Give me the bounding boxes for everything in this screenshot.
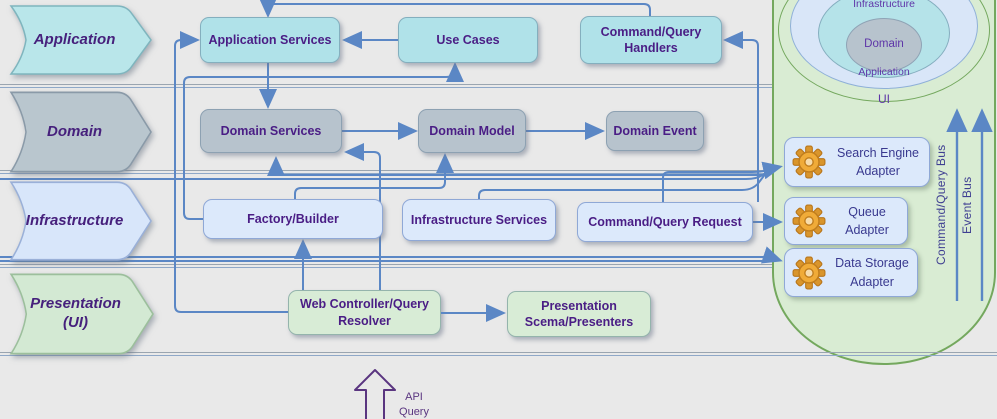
node-infrastructure-services[interactable]: Infrastructure Services <box>402 199 556 241</box>
layer-label-application: Application <box>33 30 116 48</box>
node-web-controller[interactable]: Web Controller/Query Resolver <box>288 290 441 335</box>
node-domain-model[interactable]: Domain Model <box>418 109 526 153</box>
connector-webcontroller-to-appservices <box>174 31 288 313</box>
adapter-data-storage[interactable]: Data Storage Adapter <box>784 248 918 297</box>
layer-tag-application[interactable]: Application <box>5 4 153 76</box>
gear-icon <box>792 145 826 179</box>
node-use-cases[interactable]: Use Cases <box>398 17 538 63</box>
adapter-queue[interactable]: Queue Adapter <box>784 197 908 245</box>
node-domain-event[interactable]: Domain Event <box>606 111 704 151</box>
connector-cqhandlers-to-appservices <box>259 0 651 18</box>
adapter-label: Search Engine Adapter <box>836 145 919 178</box>
layer-label-infrastructure: Infrastructure <box>25 211 124 229</box>
node-presentation-schema[interactable]: Presentation Scema/Presenters <box>507 291 651 337</box>
connector-cqrequest-to-cqhandlers <box>723 31 759 202</box>
node-domain-services[interactable]: Domain Services <box>200 109 342 153</box>
api-query-arrow <box>354 369 396 419</box>
adapter-search-engine[interactable]: Search Engine Adapter <box>784 137 930 187</box>
onion-label-ui: UI <box>878 92 890 106</box>
node-factory-builder[interactable]: Factory/Builder <box>203 199 383 239</box>
separator-application-domain <box>0 84 772 85</box>
layer-tag-presentation[interactable]: Presentation (UI) <box>5 272 155 356</box>
gear-icon <box>792 255 826 290</box>
node-command-query-handlers[interactable]: Command/Query Handlers <box>580 16 722 64</box>
onion-label-domain: Domain <box>864 38 904 50</box>
adapter-label: Queue Adapter <box>845 204 889 237</box>
event-bus-label: Event Bus <box>960 176 974 234</box>
gear-icon <box>792 204 826 238</box>
adapter-label: Data Storage Adapter <box>835 256 909 289</box>
separator-infrastructure-presentation-2 <box>0 267 772 268</box>
separator-presentation-bottom <box>0 352 997 353</box>
layer-label-domain: Domain <box>47 122 103 140</box>
separator-presentation-bottom-2 <box>0 355 997 356</box>
api-query-label: API Query <box>399 391 429 418</box>
onion-label-application: Application <box>858 66 910 78</box>
separator-application-domain-2 <box>0 87 772 88</box>
layer-label-presentation: Presentation (UI) <box>30 295 121 331</box>
layer-tag-domain[interactable]: Domain <box>5 90 153 174</box>
onion-label-infrastructure: Infrastructure <box>853 0 915 10</box>
layer-tag-infrastructure[interactable]: Infrastructure <box>5 180 153 262</box>
separator-infrastructure-presentation <box>0 264 772 265</box>
connector-factory-to-domainmodel <box>294 153 454 199</box>
node-command-query-request[interactable]: Command/Query Request <box>577 202 753 242</box>
node-application-services[interactable]: Application Services <box>200 17 340 63</box>
command-query-bus-label: Command/Query Bus <box>934 144 948 266</box>
onion-ring-domain[interactable] <box>846 18 922 72</box>
connector-infraservices-to-searchadapter <box>478 172 767 199</box>
